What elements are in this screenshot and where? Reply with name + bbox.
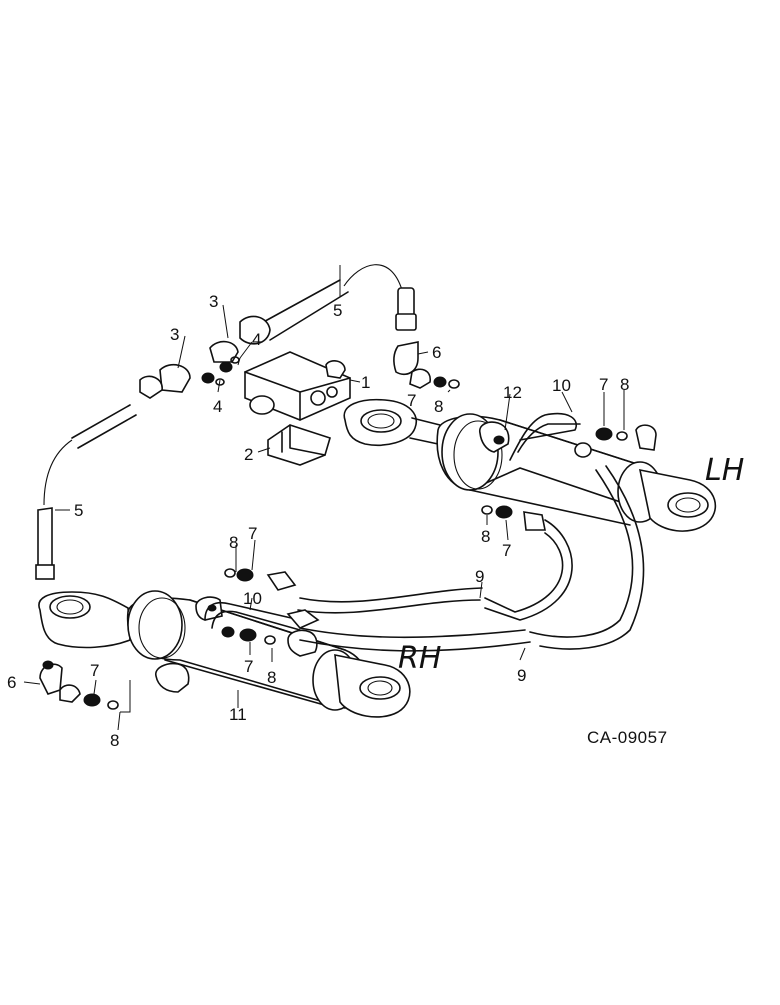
valve-block [244, 351, 351, 421]
callout-1: 1 [361, 373, 370, 392]
callout-7a: 7 [407, 391, 416, 410]
callout-8b: 8 [620, 375, 629, 394]
callout-5b: 5 [74, 501, 83, 520]
callout-8d: 8 [229, 533, 238, 552]
hoses [35, 264, 645, 652]
callout-7c: 7 [502, 541, 511, 560]
callout-labels: 1 2 3 3 4 4 5 5 6 6 7 7 7 7 7 7 8 8 8 8 … [7, 292, 629, 750]
drawing-code: CA-09057 [587, 728, 668, 747]
rh-cylinder [38, 590, 411, 718]
callout-3a: 3 [209, 292, 218, 311]
callout-7f: 7 [90, 661, 99, 680]
callout-8f: 8 [110, 731, 119, 750]
callout-6a: 6 [432, 343, 441, 362]
callout-8e: 8 [267, 668, 276, 687]
callout-10b: 10 [243, 589, 262, 608]
callout-7b: 7 [599, 375, 608, 394]
callout-6b: 6 [7, 673, 16, 692]
lh-cylinder [343, 398, 716, 532]
callout-7e: 7 [244, 657, 253, 676]
callout-10a: 10 [552, 376, 571, 395]
lh-side-label: LH [705, 453, 744, 488]
bracket [267, 424, 331, 466]
callout-9b: 9 [517, 666, 526, 685]
leader-lines [23, 265, 625, 731]
callout-4a: 4 [252, 330, 261, 349]
callout-8c: 8 [481, 527, 490, 546]
callout-7d: 7 [248, 524, 257, 543]
callout-4b: 4 [213, 397, 222, 416]
callout-12: 12 [503, 383, 522, 402]
callout-5a: 5 [333, 301, 342, 320]
rh-side-label: RH [398, 641, 441, 676]
callout-9a: 9 [475, 567, 484, 586]
fittings [39, 287, 628, 710]
callout-2: 2 [244, 445, 253, 464]
callout-11: 11 [229, 705, 247, 724]
callout-8a: 8 [434, 397, 443, 416]
callout-3b: 3 [170, 325, 179, 344]
